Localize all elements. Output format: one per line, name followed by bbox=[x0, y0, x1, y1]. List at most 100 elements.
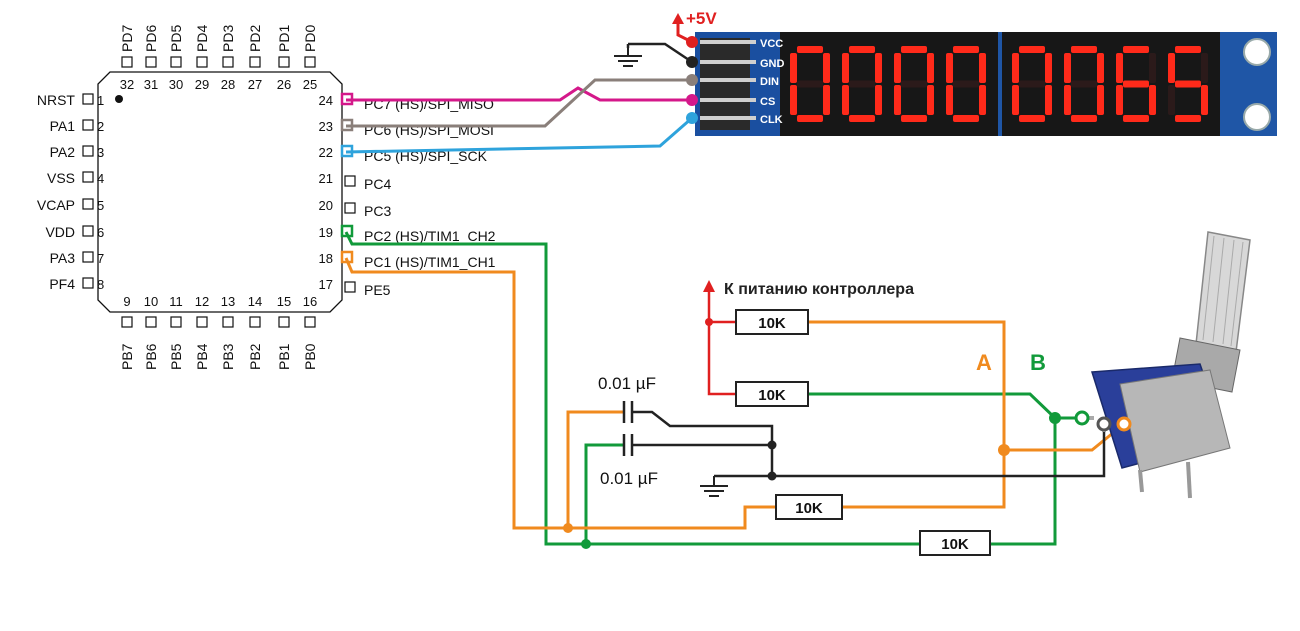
pin-right-17 bbox=[344, 281, 356, 293]
segment-d bbox=[1071, 115, 1097, 122]
pin-right-21 bbox=[344, 175, 356, 187]
segment-g bbox=[901, 80, 927, 88]
capacitor-1-label: 0.01 µF bbox=[598, 374, 656, 393]
pin-label-right: PC1 (HS)/TIM1_CH1 bbox=[364, 254, 496, 270]
pin-num-top: 32 bbox=[120, 77, 134, 92]
segment-f bbox=[1012, 53, 1019, 83]
segment-c bbox=[823, 85, 830, 115]
segment-a bbox=[1175, 46, 1201, 53]
pin-label-bottom: PB5 bbox=[168, 343, 184, 370]
segment-b bbox=[1201, 53, 1208, 83]
pin-num-bottom: 15 bbox=[277, 294, 291, 309]
pin-label-top: PD1 bbox=[276, 25, 292, 52]
segment-f bbox=[842, 53, 849, 83]
cap-junction-2 bbox=[767, 471, 777, 481]
digit-3 bbox=[894, 46, 934, 122]
pin-num-top: 27 bbox=[248, 77, 262, 92]
capacitor-2-label: 0.01 µF bbox=[600, 469, 658, 488]
segment-b bbox=[927, 53, 934, 83]
segment-c bbox=[1201, 85, 1208, 115]
pin-label-bottom: PB3 bbox=[220, 343, 236, 370]
wire-orange-cap1 bbox=[566, 410, 620, 528]
pin-label-left: PA2 bbox=[50, 144, 76, 160]
pin-label-right: PC2 (HS)/TIM1_CH2 bbox=[364, 228, 496, 244]
pin-label-top: PD3 bbox=[220, 25, 236, 52]
digit-2 bbox=[842, 46, 882, 122]
pin-num-right: 22 bbox=[319, 145, 333, 160]
rotary-encoder bbox=[1074, 231, 1251, 499]
segment-d bbox=[849, 115, 875, 122]
pin-num-top: 30 bbox=[169, 77, 183, 92]
pin-num-left: 3 bbox=[97, 145, 104, 160]
pin-num-left: 5 bbox=[97, 198, 104, 213]
segment-d bbox=[901, 115, 927, 122]
pin-label-right: PC6 (HS)/SPI_MOSI bbox=[364, 122, 494, 138]
pin-label-bottom: PB6 bbox=[143, 343, 159, 370]
segment-b bbox=[1045, 53, 1052, 83]
pin-label-bottom: PB2 bbox=[247, 343, 263, 370]
pin-num-right: 24 bbox=[319, 93, 333, 108]
resistor-2 bbox=[735, 381, 809, 407]
pin-num-bottom: 13 bbox=[221, 294, 235, 309]
junction-green-b bbox=[1049, 412, 1061, 424]
pin-top-28 bbox=[222, 56, 234, 68]
capacitor-1 bbox=[620, 401, 634, 423]
segment-f bbox=[894, 53, 901, 83]
pin-label-bottom: PB1 bbox=[276, 343, 292, 370]
pin-top-32 bbox=[121, 56, 133, 68]
pin-num-top: 26 bbox=[277, 77, 291, 92]
wire-orange-r3 bbox=[808, 320, 1006, 509]
pin-num-left: 2 bbox=[97, 119, 104, 134]
segment-g bbox=[849, 80, 875, 88]
pin-bottom-12 bbox=[196, 316, 208, 328]
pin-label-left: PA3 bbox=[50, 250, 76, 266]
segment-e bbox=[946, 85, 953, 115]
segment-f bbox=[1064, 53, 1071, 83]
segment-e bbox=[1064, 85, 1071, 115]
pin-left-7 bbox=[82, 251, 94, 263]
pin-num-bottom: 16 bbox=[303, 294, 317, 309]
pin-num-bottom: 11 bbox=[169, 294, 183, 309]
display-pin-label: DIN bbox=[760, 76, 779, 88]
segment-g bbox=[1019, 80, 1045, 88]
encoder-pin-common bbox=[1096, 416, 1112, 432]
wire-pc2-green bbox=[344, 231, 920, 546]
segment-d bbox=[797, 115, 823, 122]
segment-e bbox=[1012, 85, 1019, 115]
segment-a bbox=[1071, 46, 1097, 53]
pin-label-bottom: PB4 bbox=[194, 343, 210, 370]
pin-left-1 bbox=[82, 93, 94, 105]
resistor-2-label: 10K bbox=[758, 387, 786, 404]
segment-e bbox=[894, 85, 901, 115]
segment-d bbox=[1019, 115, 1045, 122]
pin-top-31 bbox=[145, 56, 157, 68]
resistor-3 bbox=[775, 494, 843, 520]
pin-label-top: PD6 bbox=[143, 25, 159, 52]
pin-label-top: PD7 bbox=[119, 25, 135, 52]
pin-num-left: 7 bbox=[97, 251, 104, 266]
segment-d bbox=[1175, 115, 1201, 122]
pin-left-8 bbox=[82, 277, 94, 289]
pin-num-right: 17 bbox=[319, 277, 333, 292]
pin-left-5 bbox=[82, 198, 94, 210]
wire-sck bbox=[345, 116, 693, 154]
pin-num-right: 21 bbox=[319, 171, 333, 186]
pin-num-left: 6 bbox=[97, 225, 104, 240]
pin-num-top: 25 bbox=[303, 77, 317, 92]
pin-label-bottom: PB0 bbox=[302, 343, 318, 370]
digit-4 bbox=[946, 46, 986, 122]
pin-bottom-10 bbox=[145, 316, 157, 328]
pin-bottom-15 bbox=[278, 316, 290, 328]
pin-label-right: PC7 (HS)/SPI_MISO bbox=[364, 96, 494, 112]
wire-cap-ground bbox=[632, 410, 1106, 478]
junction-orange-a bbox=[998, 444, 1010, 456]
pin-label-top: PD2 bbox=[247, 25, 263, 52]
pin-num-right: 18 bbox=[319, 251, 333, 266]
segment-c bbox=[1149, 85, 1156, 115]
pin-label-left: VCAP bbox=[37, 197, 75, 213]
junction-green-cap bbox=[581, 539, 591, 549]
digit-8 bbox=[1168, 46, 1208, 122]
segment-f bbox=[946, 53, 953, 83]
encoder-label-b: B bbox=[1030, 350, 1046, 375]
